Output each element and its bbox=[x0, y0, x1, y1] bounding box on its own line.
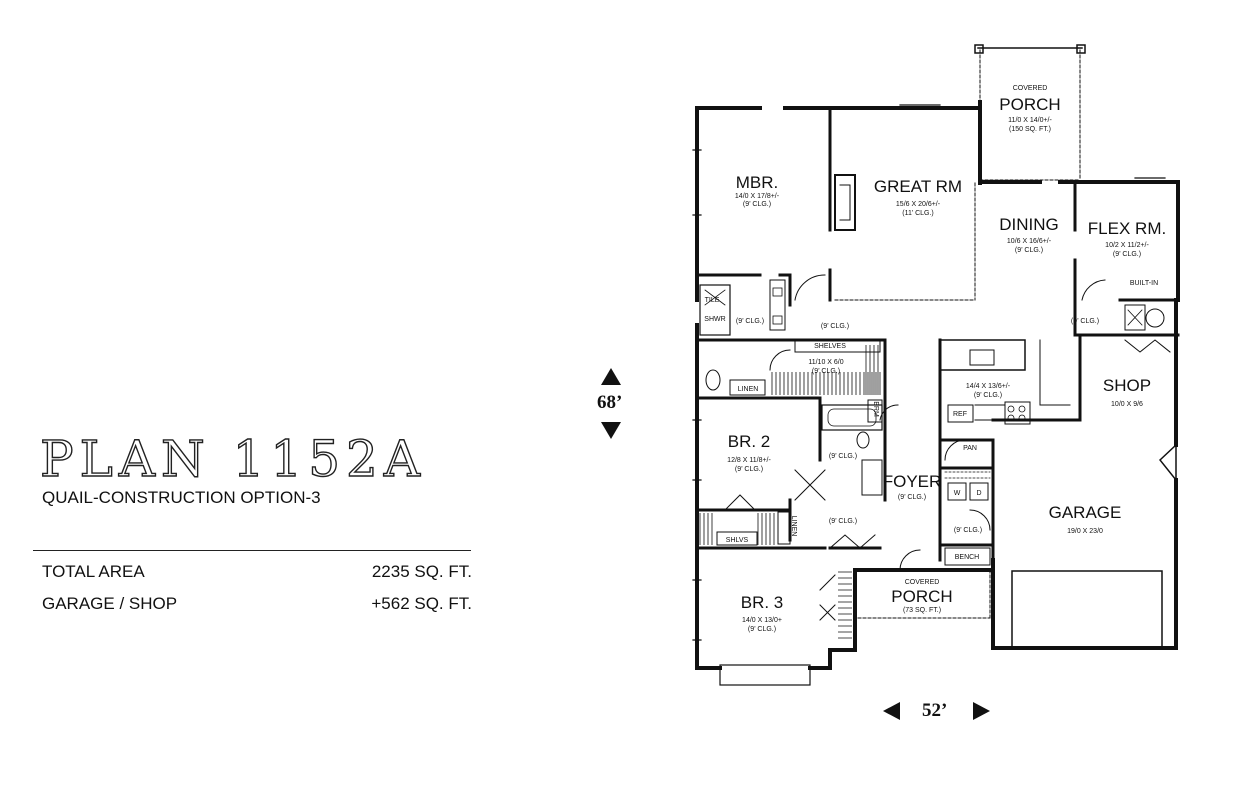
br3-dim: 14/0 X 13/0+ bbox=[742, 617, 782, 624]
garage-shop-label: GARAGE / SHOP bbox=[42, 594, 178, 613]
dining-clg: (9’ CLG.) bbox=[1015, 247, 1043, 254]
foyer-clg: (9’ CLG.) bbox=[898, 494, 926, 501]
divider bbox=[33, 550, 471, 551]
great-rm-dim: 15/6 X 20/6+/- bbox=[896, 201, 941, 208]
kitchen-dim: 14/4 X 13/6+/- bbox=[966, 383, 1011, 390]
plan-title: PLAN 1152A bbox=[39, 429, 426, 488]
dining-dim: 10/6 X 16/6+/- bbox=[1007, 238, 1052, 245]
garage-name: GARAGE bbox=[1049, 503, 1122, 522]
br2-name: BR. 2 bbox=[728, 432, 771, 451]
closet-dim: 11/10 X 6/0 bbox=[808, 359, 843, 366]
br2-dim: 12/8 X 11/8+/- bbox=[727, 457, 771, 464]
dining-name: DINING bbox=[999, 215, 1059, 234]
mbr-name: MBR. bbox=[736, 173, 779, 192]
bath-clg-note: (9’ CLG.) bbox=[736, 318, 764, 325]
flex-rm-clg: (9’ CLG.) bbox=[1113, 251, 1141, 258]
foyer-name: FOYER bbox=[883, 472, 942, 491]
br3-name: BR. 3 bbox=[741, 593, 784, 612]
garage-shop-value: +562 SQ. FT. bbox=[371, 594, 472, 613]
total-area-row: TOTAL AREA 2235 SQ. FT. bbox=[42, 562, 472, 582]
hall-clg-note: (9’ CLG.) bbox=[821, 323, 849, 330]
built-in-label: BUILT-IN bbox=[1130, 280, 1158, 287]
flex-rm-name: FLEX RM. bbox=[1088, 219, 1166, 238]
arrow-left-icon bbox=[883, 702, 900, 720]
plan-subtitle: QUAIL-CONSTRUCTION OPTION-3 bbox=[42, 488, 321, 507]
washer-label: W bbox=[954, 490, 961, 497]
rear-porch-area: (150 SQ. FT.) bbox=[1009, 126, 1051, 133]
depth-dimension: 68’ bbox=[597, 392, 623, 413]
width-dimension: 52’ bbox=[922, 700, 948, 721]
bench-label: BENCH bbox=[955, 554, 980, 561]
br3-clg: (9’ CLG.) bbox=[748, 626, 776, 633]
shop-name: SHOP bbox=[1103, 376, 1151, 395]
front-porch-name: PORCH bbox=[891, 587, 952, 606]
great-rm-name: GREAT RM bbox=[874, 177, 962, 196]
ref-label: REF bbox=[953, 411, 967, 418]
arrow-right-icon bbox=[973, 702, 990, 720]
arrow-down-icon bbox=[601, 422, 621, 439]
closet-clg: (9’ CLG.) bbox=[812, 368, 840, 375]
mbr-clg: (9’ CLG.) bbox=[743, 201, 771, 208]
great-rm-clg: (11’ CLG.) bbox=[902, 210, 934, 217]
arrow-up-icon bbox=[601, 368, 621, 385]
shelves-label: SHELVES bbox=[814, 343, 846, 350]
shop-dim: 10/0 X 9/6 bbox=[1111, 401, 1143, 408]
garage-dim: 19/0 X 23/0 bbox=[1067, 528, 1103, 535]
total-area-value: 2235 SQ. FT. bbox=[371, 562, 472, 581]
mbr-dim: 14/0 X 17/8+/- bbox=[735, 193, 780, 200]
garage-shop-row: GARAGE / SHOP +562 SQ. FT. bbox=[42, 594, 472, 614]
rear-porch-dim: 11/0 X 14/0+/- bbox=[1008, 117, 1052, 124]
rear-porch-name: PORCH bbox=[999, 95, 1060, 114]
bath2-clg-note: (9’ CLG.) bbox=[829, 453, 857, 460]
br2-clg: (9’ CLG.) bbox=[735, 466, 763, 473]
shower-label: SHWR bbox=[704, 316, 725, 323]
total-area-label: TOTAL AREA bbox=[42, 562, 145, 581]
brm-label: BRM bbox=[872, 401, 879, 417]
rear-porch-caption: COVERED bbox=[1013, 85, 1048, 92]
linen-label-2: LINEN bbox=[790, 516, 797, 537]
linen-label-1: LINEN bbox=[738, 386, 759, 393]
hall2-clg-note: (9’ CLG.) bbox=[829, 518, 857, 525]
pan-label: PAN bbox=[963, 445, 977, 452]
front-porch-caption: COVERED bbox=[905, 579, 940, 586]
laundry-clg-note: (9’ CLG.) bbox=[954, 527, 982, 534]
dining-clg-note: (9’ CLG.) bbox=[1071, 318, 1099, 325]
kitchen-clg: (9’ CLG.) bbox=[974, 392, 1002, 399]
shlvs-label: SHLVS bbox=[726, 537, 749, 544]
tile-label: TILE bbox=[705, 297, 720, 304]
flex-rm-dim: 10/2 X 11/2+/- bbox=[1105, 242, 1149, 249]
front-porch-area: (73 SQ. FT.) bbox=[903, 607, 941, 614]
dryer-label: D bbox=[976, 490, 981, 497]
